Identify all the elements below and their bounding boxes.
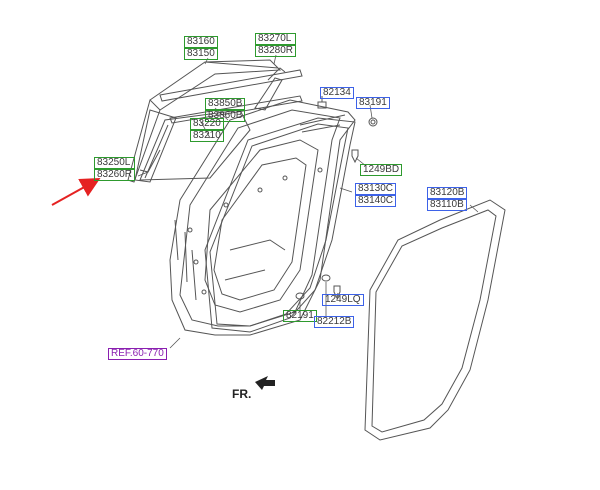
window-run-channel xyxy=(127,59,282,183)
part-label-82134[interactable]: 82134 xyxy=(320,87,354,99)
door-side-weatherstrip xyxy=(204,117,356,333)
label-group-83850b-83860b: 83850B 83860B xyxy=(205,98,246,122)
body-side-weatherstrip xyxy=(364,199,506,441)
part-label-83220[interactable]: 83220 xyxy=(190,118,224,130)
bolt-83191 xyxy=(368,117,378,127)
part-label-83110b[interactable]: 83110B xyxy=(427,199,468,211)
label-group-83220-83210: 83220 83210 xyxy=(190,118,224,142)
part-label-83260r[interactable]: 83260R xyxy=(94,169,136,181)
part-label-83850b[interactable]: 83850B xyxy=(205,98,246,110)
part-label-83250l[interactable]: 83250L xyxy=(94,157,136,169)
part-label-1249bd[interactable]: 1249BD xyxy=(360,164,403,176)
front-direction-arrow-icon xyxy=(255,376,275,390)
label-group-83160-83150: 83160 83150 xyxy=(184,36,218,60)
part-label-1249lq[interactable]: 1249LQ xyxy=(322,294,364,306)
part-label-82191[interactable]: 82191 xyxy=(283,310,317,322)
label-group-83250l-83260r: 83250L 83260R xyxy=(94,157,136,181)
part-label-83191[interactable]: 83191 xyxy=(356,97,390,109)
cap-82191-upper xyxy=(321,274,331,282)
part-label-83160[interactable]: 83160 xyxy=(184,36,218,48)
door-panel xyxy=(169,99,356,336)
quarter-glass-channel xyxy=(134,109,177,183)
door-panel-holes xyxy=(187,167,323,295)
part-label-83280r[interactable]: 83280R xyxy=(255,45,297,57)
label-group-83130c-83140c: 83130C 83140C xyxy=(355,183,397,207)
label-group-83270l-83280r: 83270L 83280R xyxy=(255,33,297,57)
bolt-1249lq xyxy=(333,285,341,300)
label-group-83120b-83110b: 83120B 83110B xyxy=(427,187,468,211)
part-label-83150[interactable]: 83150 xyxy=(184,48,218,60)
part-label-83860b[interactable]: 83860B xyxy=(205,110,246,122)
part-label-83270l[interactable]: 83270L xyxy=(255,33,297,45)
part-label-83120b[interactable]: 83120B xyxy=(427,187,468,199)
part-label-83140c[interactable]: 83140C xyxy=(355,195,397,207)
part-label-83210[interactable]: 83210 xyxy=(190,130,224,142)
belt-weather-strip xyxy=(159,67,303,124)
reference-label[interactable]: REF.60-770 xyxy=(108,348,167,360)
red-pointer-arrow xyxy=(51,178,101,206)
cap-82191-lower xyxy=(295,292,305,300)
bolt-1249bd xyxy=(351,149,359,164)
part-label-82212b[interactable]: 82212B xyxy=(314,316,355,328)
part-label-83130c[interactable]: 83130C xyxy=(355,183,397,195)
front-direction-label: FR. xyxy=(232,387,252,401)
